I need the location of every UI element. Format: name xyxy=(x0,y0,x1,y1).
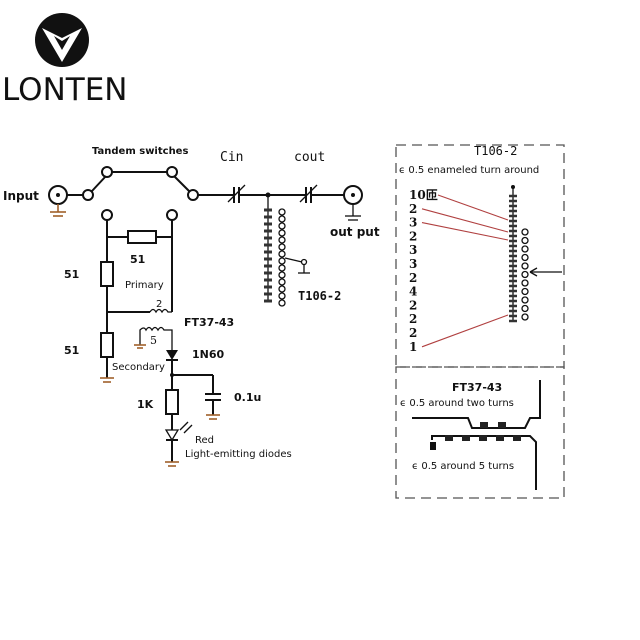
tap-point xyxy=(521,236,529,245)
ft37-windings xyxy=(412,380,541,490)
secondary-turns: 5 xyxy=(150,334,157,347)
primary-label: Primary xyxy=(125,280,164,291)
tandem-switches-label: Tandem switches xyxy=(92,146,188,157)
leader-line xyxy=(437,194,509,221)
tap-point xyxy=(278,236,286,244)
turn-count: 3 xyxy=(409,216,417,230)
cin-label: Cin xyxy=(220,150,243,165)
tap-point xyxy=(278,250,286,258)
secondary-label: Secondary xyxy=(112,362,165,373)
ft37-panel-title: FT37-43 xyxy=(452,381,502,394)
detector-circuit: 51 51 Primary 2 FT37-43 5 51 Secondary 1… xyxy=(64,209,292,467)
diode-label: 1N60 xyxy=(192,348,225,361)
led-color-label: Red xyxy=(195,435,214,446)
tap-point xyxy=(278,257,286,265)
turn-count: 4 xyxy=(409,285,417,299)
tap-point xyxy=(278,264,286,272)
led-label: Light-emitting diodes xyxy=(185,449,292,460)
turn-count: 2 xyxy=(409,298,417,312)
turn-count: 3 xyxy=(409,243,417,257)
cout-label: cout xyxy=(294,150,325,165)
t106-label: T106-2 xyxy=(298,289,341,303)
tap-point xyxy=(278,215,286,223)
tap-point xyxy=(278,278,286,286)
t106-coil xyxy=(264,195,310,307)
tap-point xyxy=(278,285,286,293)
tap-point xyxy=(278,299,286,307)
t106-panel-title: T106-2 xyxy=(474,144,517,158)
ft37-label: FT37-43 xyxy=(184,316,234,329)
input-label: Input xyxy=(3,189,39,203)
lonten-logo: LONTEN xyxy=(2,13,127,108)
r-lower-label: 51 xyxy=(64,344,79,357)
ft37-primary-note: ϵ 0.5 around two turns xyxy=(400,398,514,409)
tap-point xyxy=(521,270,529,279)
rf-path: Input out put Tandem switches Cin cout xyxy=(3,146,380,239)
capacitor-label: 0.1u xyxy=(234,391,261,404)
turn-count: 2 xyxy=(409,202,417,216)
turn-count: 1 xyxy=(409,340,417,354)
r-top-label: 51 xyxy=(130,253,145,266)
turn-count: 2 xyxy=(409,312,417,326)
turn-count: 2 xyxy=(409,271,417,285)
tap-point xyxy=(521,253,529,262)
t106-panel-subtitle: ϵ 0.5 enameled turn around xyxy=(399,165,539,176)
tap-point xyxy=(278,271,286,279)
tap-point xyxy=(278,292,286,300)
tap-point xyxy=(278,222,286,230)
ft37-panel-border xyxy=(395,366,565,499)
turn-count: 3 xyxy=(409,257,417,271)
t106-panel-coil xyxy=(509,185,529,323)
brand-name: LONTEN xyxy=(2,72,127,108)
tap-point xyxy=(521,296,529,304)
r-led-label: 1K xyxy=(137,398,154,411)
tap-wire xyxy=(284,257,303,263)
tap-point xyxy=(278,229,286,237)
tap-point xyxy=(521,262,529,270)
tap-point xyxy=(521,304,529,313)
leader-line xyxy=(421,222,509,241)
tap-point xyxy=(521,245,529,253)
output-label: out put xyxy=(330,225,380,239)
tap-point xyxy=(521,279,529,287)
tap-point xyxy=(278,243,286,251)
leader-line xyxy=(421,208,509,233)
tap-point xyxy=(278,208,286,216)
r-upper-label: 51 xyxy=(64,268,79,281)
tap-point xyxy=(521,228,529,236)
tap-point xyxy=(521,313,529,321)
leader-line xyxy=(421,314,509,348)
t106-panel-border xyxy=(395,144,565,368)
tap-point xyxy=(521,287,529,296)
turn-count: 2 xyxy=(409,229,417,243)
turn-count: 2 xyxy=(409,326,417,340)
ft37-secondary-note: ϵ 0.5 around 5 turns xyxy=(412,461,514,472)
primary-turns: 2 xyxy=(156,299,162,310)
turn-count: 10匝 xyxy=(409,188,438,202)
